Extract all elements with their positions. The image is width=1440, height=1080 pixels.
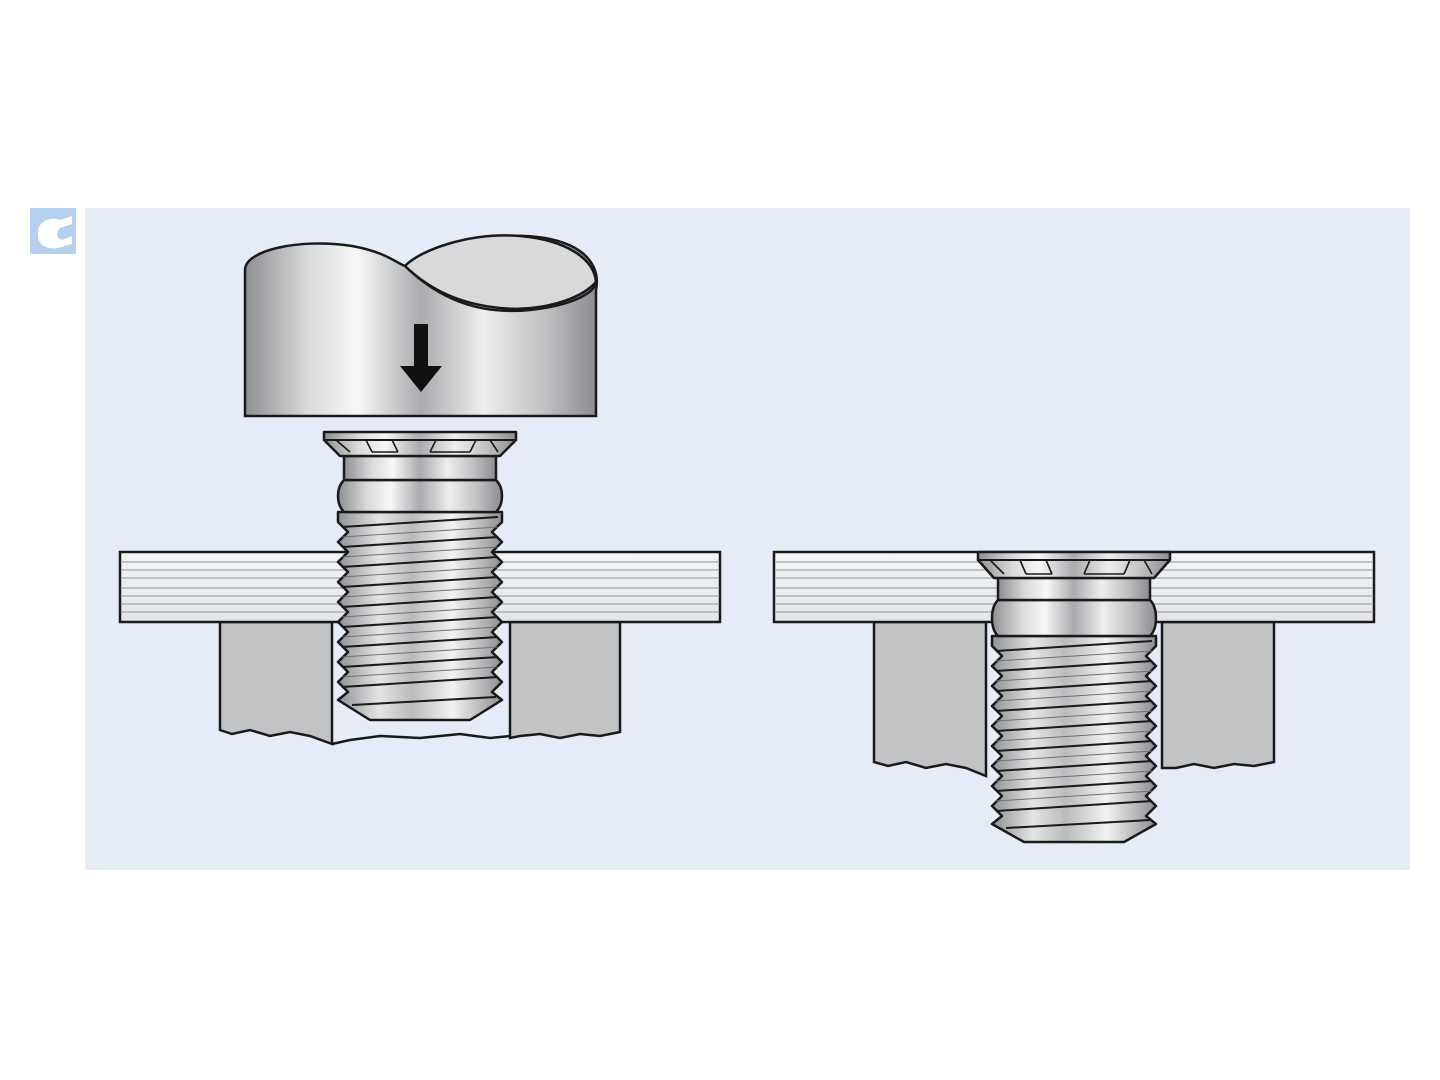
down-arrow-icon xyxy=(400,324,442,392)
anvil-block-left xyxy=(218,620,622,746)
wrench-logo-icon xyxy=(30,208,76,254)
anvil-block-right xyxy=(872,620,1276,778)
embedded-stud-head xyxy=(976,550,1172,638)
panel-before-press xyxy=(118,234,722,746)
threaded-stud-left xyxy=(322,430,518,722)
threaded-stud-right xyxy=(990,634,1158,844)
panel-after-press xyxy=(772,550,1376,844)
